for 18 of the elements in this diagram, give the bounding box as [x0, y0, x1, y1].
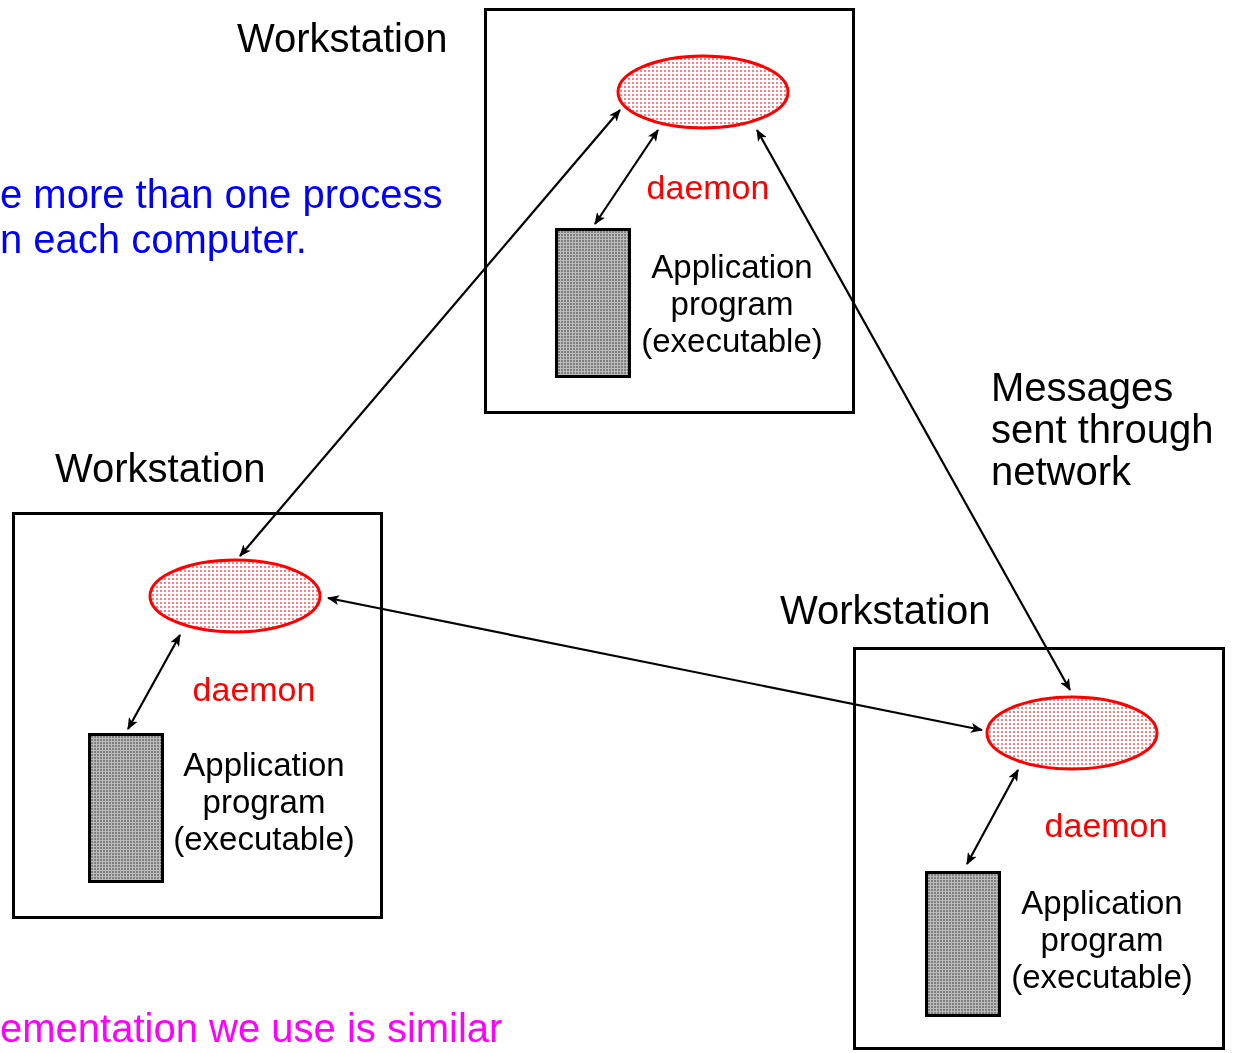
double-arrow	[327, 595, 983, 733]
double-arrow	[239, 109, 621, 557]
daemon-label: daemon	[191, 670, 317, 708]
program-label: Application program (executable)	[1010, 884, 1194, 995]
note-text: ementation we use is similar	[0, 1006, 504, 1050]
network-note: Messages sent through network	[991, 366, 1215, 492]
workstation-heading: Workstation	[237, 16, 448, 60]
double-arrow	[127, 634, 181, 730]
double-arrow	[756, 129, 1071, 691]
daemon-label: daemon	[1043, 806, 1169, 844]
workstation-heading: Workstation	[55, 446, 266, 490]
double-arrow	[966, 769, 1019, 865]
program-label: Application program (executable)	[172, 746, 356, 857]
workstation-heading: Workstation	[780, 588, 991, 632]
double-arrow	[594, 129, 659, 225]
program-label: Application program (executable)	[640, 248, 824, 359]
note-text: e more than one process n each computer.	[0, 172, 444, 262]
daemon-label: daemon	[645, 168, 771, 206]
